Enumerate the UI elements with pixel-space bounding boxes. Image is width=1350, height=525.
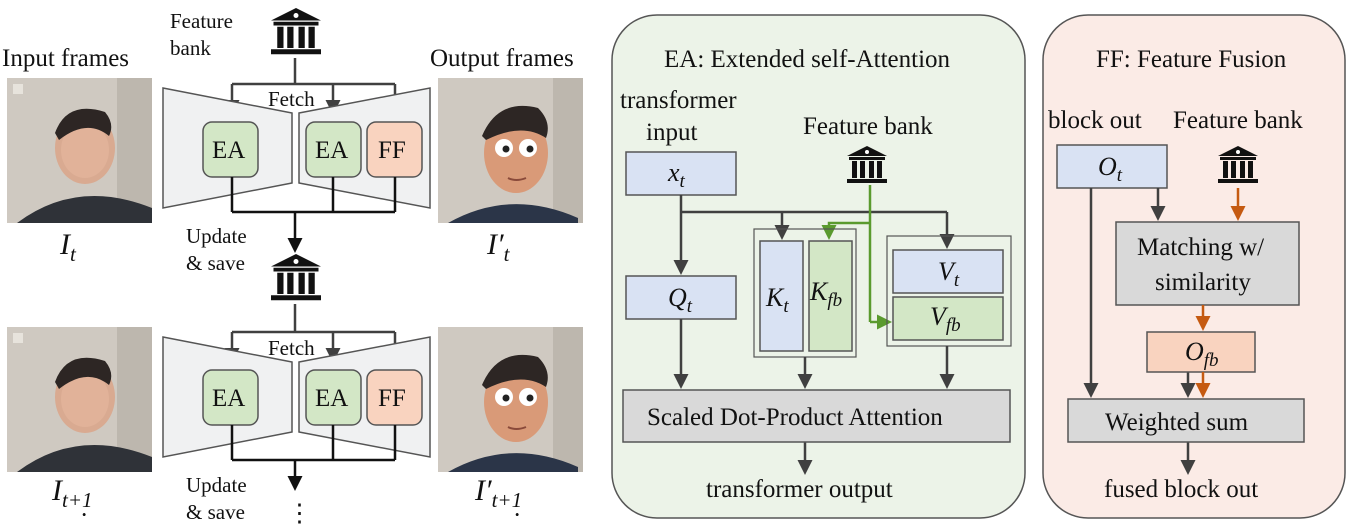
ea-block-enc-top bbox=[202, 121, 259, 178]
input-frame-t bbox=[7, 78, 152, 223]
ea-panel-title: EA: Extended self-Attention bbox=[664, 46, 951, 73]
attention-label: Scaled Dot-Product Attention bbox=[647, 404, 943, 431]
feature-bank-label-1: Feature bbox=[170, 9, 233, 33]
matching-label-2: similarity bbox=[1155, 269, 1251, 296]
feature-bank-label-2: bank bbox=[170, 36, 211, 60]
output-frame-t1 bbox=[437, 326, 584, 473]
attention-input-arrows bbox=[673, 319, 955, 475]
output-frames-label: Output frames bbox=[430, 45, 574, 72]
ff-feature-bank-label: Feature bank bbox=[1173, 107, 1303, 134]
ea-label-dec-bottom: EA bbox=[315, 385, 348, 412]
ea-label-dec-top: EA bbox=[315, 137, 348, 164]
o-t-label: Ot bbox=[1098, 152, 1123, 186]
v-group-frame bbox=[886, 235, 1012, 347]
update-arrows-top bbox=[230, 177, 397, 253]
frame-label-t: It bbox=[59, 228, 77, 266]
weighted-sum-box bbox=[1067, 398, 1305, 443]
k-t-box bbox=[759, 240, 804, 352]
update-label-1-top: Update bbox=[186, 224, 247, 248]
update-label-2-top: & save bbox=[186, 251, 245, 275]
fetch-label-top: Fetch bbox=[268, 87, 315, 111]
input-ellipsis: · bbox=[80, 502, 88, 525]
ea-input-arrows bbox=[673, 195, 955, 275]
v-t-box bbox=[892, 249, 1004, 294]
attention-box bbox=[622, 389, 1011, 443]
fused-block-out-label: fused block out bbox=[1104, 476, 1258, 503]
output-ellipsis: · bbox=[513, 502, 521, 525]
ea-feature-bank-label: Feature bank bbox=[803, 113, 933, 140]
pipeline-ellipsis: ⋮ bbox=[287, 500, 312, 525]
update-label-2-bottom: & save bbox=[186, 500, 245, 524]
x-t-box bbox=[625, 151, 737, 196]
v-fb-box bbox=[892, 296, 1004, 341]
k-t-label: Kt bbox=[765, 283, 789, 317]
o-t-box bbox=[1056, 144, 1168, 189]
x-t-label: xt bbox=[667, 158, 686, 192]
fetch-label-bottom: Fetch bbox=[268, 336, 315, 360]
weighted-sum-label: Weighted sum bbox=[1105, 409, 1249, 436]
output-frame-t bbox=[437, 77, 584, 224]
feature-bank-icon-top bbox=[271, 8, 321, 55]
frame-label-t1-out: I′t+1 bbox=[474, 474, 522, 512]
q-t-box bbox=[625, 275, 737, 320]
input-frames-label: Input frames bbox=[2, 45, 129, 72]
v-t-label: Vt bbox=[938, 257, 960, 291]
ff-label-top: FF bbox=[378, 137, 406, 164]
frame-label-t1: It+1 bbox=[51, 474, 93, 512]
feature-bank-icon-mid bbox=[271, 254, 321, 301]
ff-panel-title: FF: Feature Fusion bbox=[1096, 46, 1287, 73]
o-fb-box bbox=[1146, 331, 1256, 373]
o-fb-label: Ofb bbox=[1185, 337, 1219, 371]
matching-box bbox=[1115, 221, 1300, 306]
input-frame-t1 bbox=[7, 327, 152, 472]
frame-label-t-out: I′t bbox=[486, 228, 511, 266]
v-fb-label: Vfb bbox=[930, 302, 961, 336]
ea-feature-bank-arrows bbox=[821, 185, 892, 330]
ea-label-enc-top: EA bbox=[212, 137, 245, 164]
q-t-label: Qt bbox=[668, 283, 693, 317]
transformer-input-label-1: transformer bbox=[620, 87, 737, 114]
block-out-label: block out bbox=[1048, 107, 1142, 134]
ff-label-bottom: FF bbox=[378, 385, 406, 412]
k-fb-box bbox=[808, 240, 853, 352]
matching-label-1: Matching w/ bbox=[1137, 234, 1264, 261]
transformer-output-label: transformer output bbox=[706, 476, 893, 503]
k-fb-label: Kfb bbox=[809, 277, 842, 311]
ff-dark-arrows bbox=[1083, 188, 1196, 475]
update-arrows-bottom bbox=[230, 425, 397, 491]
ea-label-enc-bottom: EA bbox=[212, 385, 245, 412]
transformer-input-label-2: input bbox=[646, 119, 697, 146]
ea-block-enc-bottom bbox=[202, 369, 259, 426]
update-label-1-bottom: Update bbox=[186, 473, 247, 497]
